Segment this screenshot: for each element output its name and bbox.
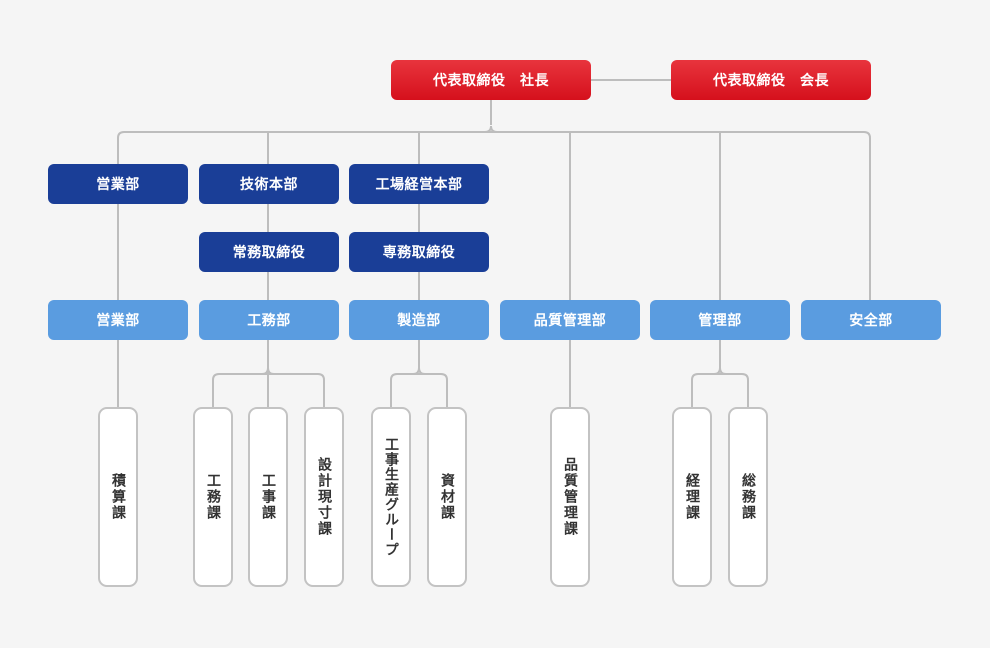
construction-department-label: 工務部 — [247, 313, 291, 329]
estimation-section-label: 積算課 — [110, 473, 126, 521]
production-group-section-box: 工事生産グループ — [371, 407, 411, 587]
connector-manufacturing-branch-curve — [412, 367, 426, 375]
chairman-label: 代表取締役 会長 — [713, 73, 829, 89]
connector-construction-branch-curve — [261, 367, 275, 375]
construction-affairs-section-box: 工務課 — [193, 407, 233, 587]
construction-department-box: 工務部 — [199, 300, 339, 340]
engineering-headquarters-box: 技術本部 — [199, 164, 339, 204]
managing-director-box: 常務取締役 — [199, 232, 339, 272]
construction-works-section-label: 工事課 — [260, 473, 276, 521]
president-box: 代表取締役 社長 — [391, 60, 591, 100]
managing-director-label: 常務取締役 — [232, 245, 306, 261]
safety-department-label: 安全部 — [849, 313, 893, 329]
quality-department-box: 品質管理部 — [500, 300, 640, 340]
general-affairs-section-box: 総務課 — [728, 407, 768, 587]
connector-construction-branch — [212, 373, 325, 407]
sales-headquarters-label: 営業部 — [96, 177, 140, 193]
sales-headquarters-box: 営業部 — [48, 164, 188, 204]
accounting-section-label: 経理課 — [684, 473, 700, 521]
manufacturing-department-label: 製造部 — [397, 313, 441, 329]
chairman-box: 代表取締役 会長 — [671, 60, 871, 100]
design-section-box: 設計現寸課 — [304, 407, 344, 587]
sales-department-box: 営業部 — [48, 300, 188, 340]
connector-main-bus — [117, 131, 871, 300]
general-affairs-section-label: 総務課 — [740, 473, 756, 521]
connector-manufacturing-branch — [390, 373, 448, 407]
administration-department-label: 管理部 — [698, 313, 742, 329]
president-label: 代表取締役 社長 — [433, 73, 549, 89]
senior-managing-director-label: 専務取締役 — [382, 245, 456, 261]
connector-admin-branch — [691, 373, 749, 407]
factory-headquarters-label: 工場経営本部 — [375, 177, 463, 193]
safety-department-box: 安全部 — [801, 300, 941, 340]
connector-president-bus-right — [490, 125, 498, 133]
factory-headquarters-box: 工場経営本部 — [349, 164, 489, 204]
quality-control-section-label: 品質管理課 — [562, 457, 578, 537]
construction-works-section-box: 工事課 — [248, 407, 288, 587]
senior-managing-director-box: 専務取締役 — [349, 232, 489, 272]
materials-section-label: 資材課 — [439, 473, 455, 521]
accounting-section-box: 経理課 — [672, 407, 712, 587]
sales-department-label: 営業部 — [96, 313, 140, 329]
estimation-section-box: 積算課 — [98, 407, 138, 587]
design-section-label: 設計現寸課 — [316, 457, 332, 537]
quality-department-label: 品質管理部 — [533, 313, 607, 329]
production-group-section-label: 工事生産グループ — [383, 437, 399, 557]
administration-department-box: 管理部 — [650, 300, 790, 340]
engineering-headquarters-label: 技術本部 — [240, 177, 298, 193]
quality-control-section-box: 品質管理課 — [550, 407, 590, 587]
connector-admin-branch-curve — [713, 367, 727, 375]
manufacturing-department-box: 製造部 — [349, 300, 489, 340]
materials-section-box: 資材課 — [427, 407, 467, 587]
construction-affairs-section-label: 工務課 — [205, 473, 221, 521]
